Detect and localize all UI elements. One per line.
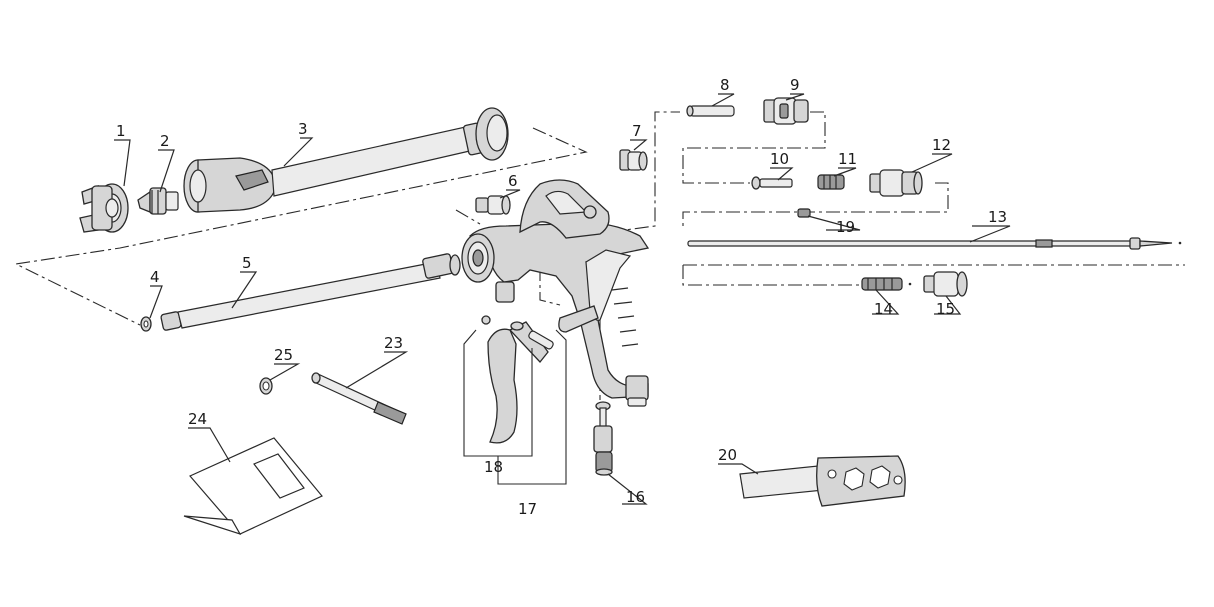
part-4-washer bbox=[140, 316, 152, 332]
part-label-23: 23 bbox=[384, 334, 403, 352]
part-label-6: 6 bbox=[508, 172, 518, 190]
part-1-air-cap bbox=[79, 183, 129, 233]
part-label-15: 15 bbox=[936, 300, 955, 318]
part-label-9: 9 bbox=[790, 76, 800, 94]
part-2-fluid-nozzle bbox=[137, 187, 179, 215]
part-15-needle-knob bbox=[923, 271, 968, 297]
part-20-spanner-wrench bbox=[739, 455, 906, 507]
part-label-13: 13 bbox=[988, 208, 1007, 226]
part-label-16: 16 bbox=[626, 488, 645, 506]
part-label-10: 10 bbox=[770, 150, 789, 168]
part-7-air-valve bbox=[619, 149, 648, 171]
part-label-5: 5 bbox=[242, 254, 252, 272]
part-13-needle bbox=[687, 237, 1182, 250]
part-label-25: 25 bbox=[274, 346, 293, 364]
grip-ribs bbox=[611, 287, 639, 347]
part-18-trigger bbox=[481, 315, 549, 444]
part-25-o-ring bbox=[259, 377, 273, 395]
assembly-axis-lines bbox=[14, 111, 1185, 400]
part-label-20: 20 bbox=[718, 446, 737, 464]
part-label-24: 24 bbox=[188, 410, 207, 428]
spray-gun-body bbox=[461, 179, 650, 407]
part-6-fitting bbox=[475, 195, 511, 215]
part-23-cleaning-brush bbox=[311, 372, 407, 425]
part-3-extension-tube bbox=[183, 107, 509, 213]
part-5-inner-tube bbox=[160, 253, 461, 331]
part-labels: 1 2 3 4 5 6 7 8 9 10 11 12 13 14 15 16 1… bbox=[116, 76, 1007, 518]
part-label-11: 11 bbox=[838, 150, 857, 168]
part-label-18: 18 bbox=[484, 458, 503, 476]
part-24-manual bbox=[183, 437, 323, 536]
part-12-knob-housing bbox=[869, 169, 923, 197]
part-19-needle-packing bbox=[797, 208, 811, 218]
part-9-valve-housing bbox=[763, 97, 809, 125]
part-17-trigger-pins bbox=[510, 321, 554, 350]
part-label-12: 12 bbox=[932, 136, 951, 154]
part-label-14: 14 bbox=[874, 300, 893, 318]
part-16-air-valve bbox=[593, 401, 613, 476]
part-label-4: 4 bbox=[150, 268, 160, 286]
part-10-stem bbox=[751, 176, 793, 190]
part-11-spring bbox=[817, 174, 845, 190]
part-label-1: 1 bbox=[116, 122, 126, 140]
trigger-group-brackets bbox=[463, 329, 567, 485]
part-label-2: 2 bbox=[160, 132, 170, 150]
part-label-19: 19 bbox=[836, 218, 855, 236]
part-label-3: 3 bbox=[298, 120, 308, 138]
part-14-needle-spring bbox=[861, 277, 912, 291]
part-label-8: 8 bbox=[720, 76, 730, 94]
part-8-pin bbox=[686, 105, 735, 117]
part-label-7: 7 bbox=[632, 122, 642, 140]
leader-lines bbox=[114, 93, 1011, 505]
part-label-17: 17 bbox=[518, 500, 537, 518]
